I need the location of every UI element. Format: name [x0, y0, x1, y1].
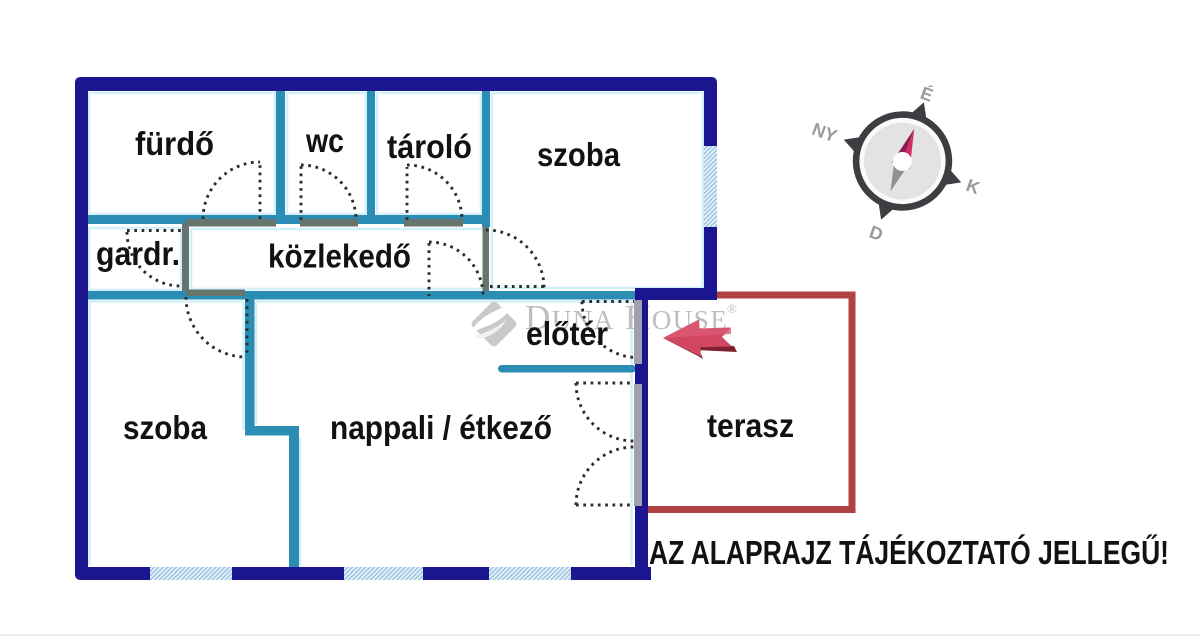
- svg-text:nappali / étkező: nappali / étkező: [330, 409, 552, 446]
- svg-text:K: K: [963, 175, 982, 198]
- svg-text:É: É: [918, 82, 936, 106]
- svg-text:szoba: szoba: [123, 409, 208, 446]
- svg-text:terasz: terasz: [707, 407, 794, 444]
- svg-text:D: D: [867, 222, 886, 245]
- svg-text:AZ ALAPRAJZ TÁJÉKOZTATÓ JELLEG: AZ ALAPRAJZ TÁJÉKOZTATÓ JELLEGŰ!: [649, 534, 1169, 571]
- svg-text:®: ®: [727, 301, 737, 316]
- svg-text:előtér: előtér: [526, 315, 608, 352]
- svg-text:közlekedő: közlekedő: [268, 238, 411, 275]
- svg-text:tároló: tároló: [387, 128, 472, 165]
- svg-text:wc: wc: [305, 122, 344, 159]
- svg-text:NY: NY: [809, 119, 839, 146]
- svg-text:szoba: szoba: [537, 136, 621, 173]
- svg-text:fürdő: fürdő: [135, 125, 214, 162]
- svg-text:gardr.: gardr.: [96, 235, 180, 272]
